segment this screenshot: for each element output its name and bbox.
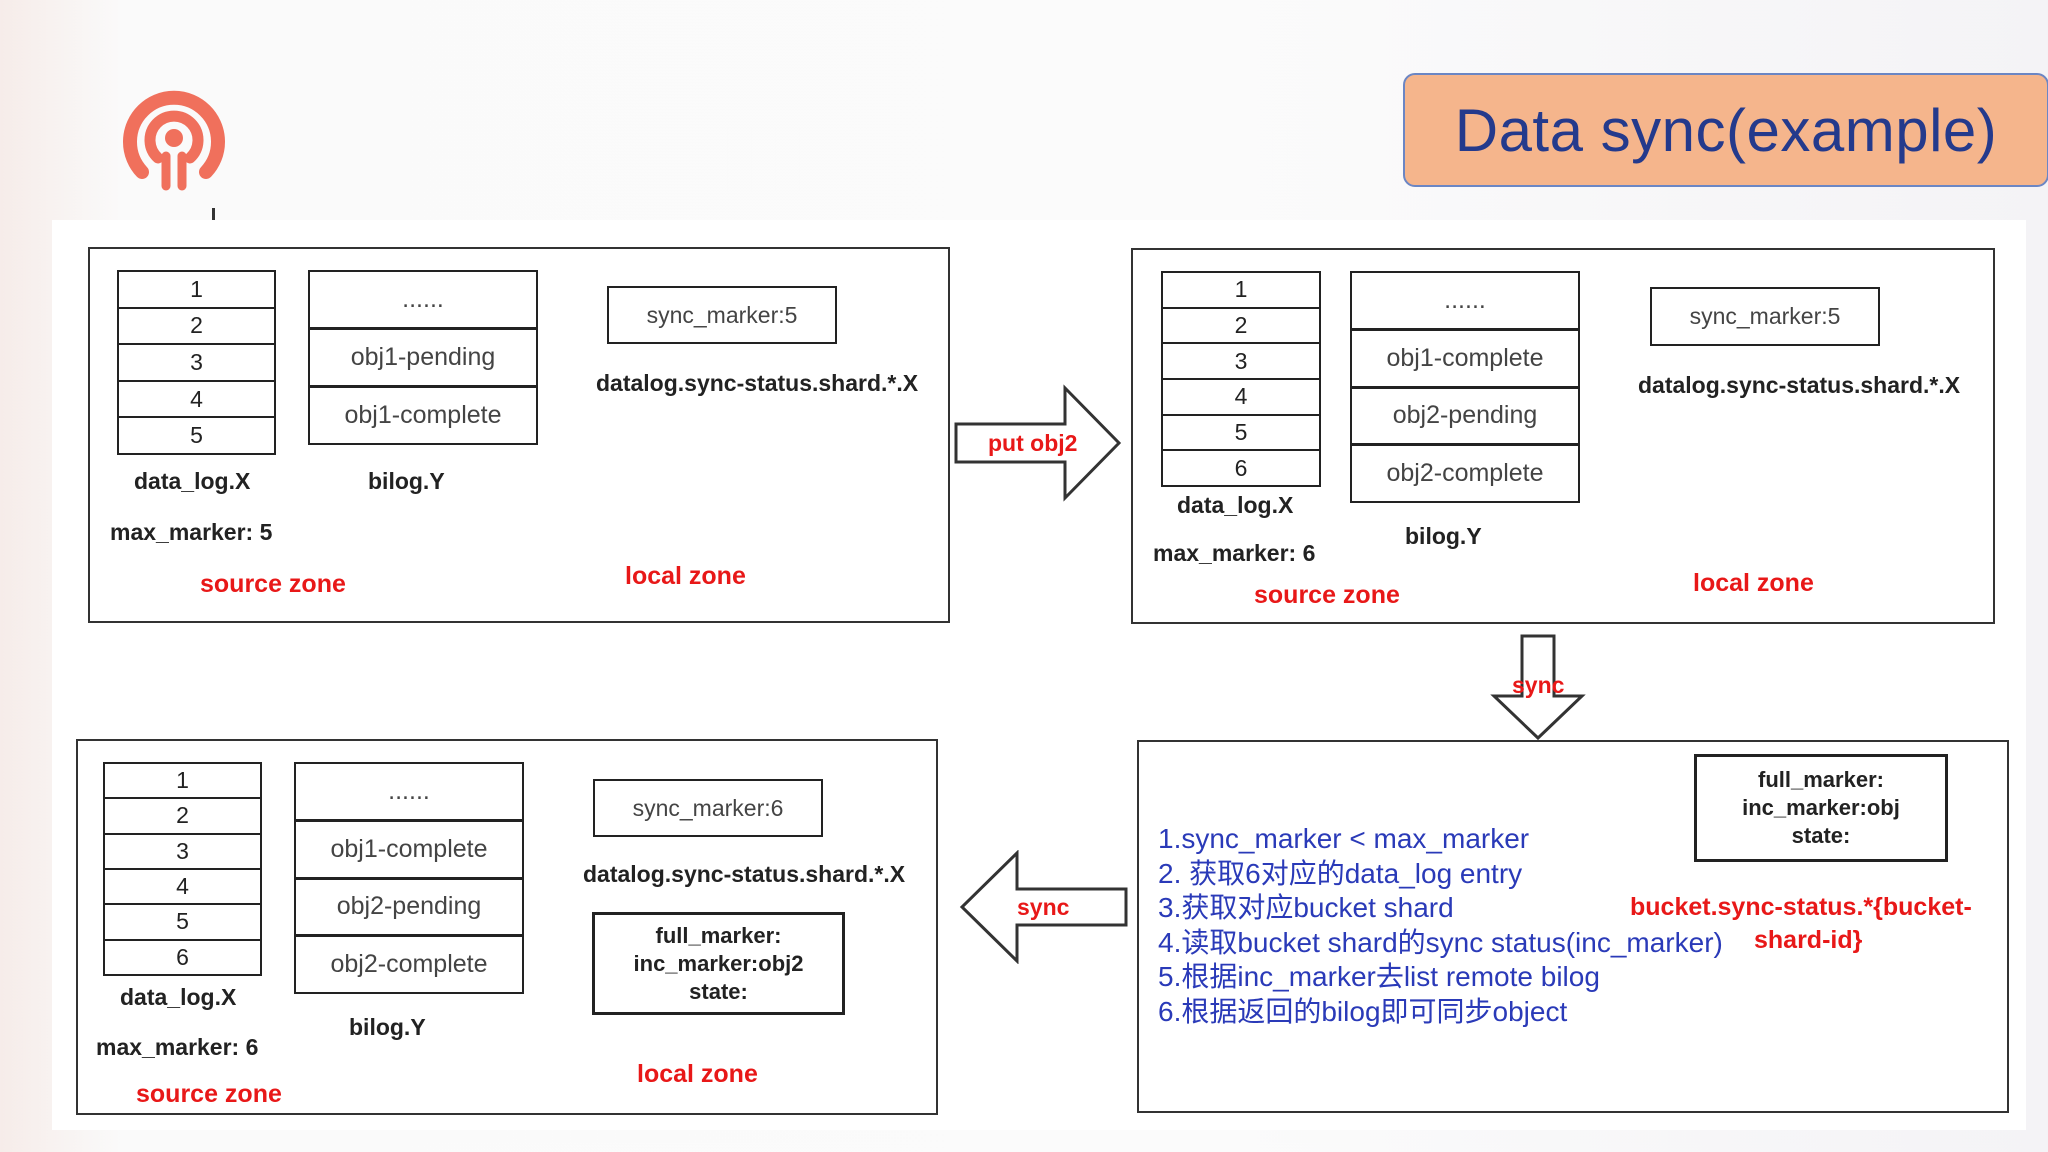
bilog-entry: obj2-pending (1352, 388, 1578, 447)
logo-divider (212, 208, 215, 226)
data-log-entry: 1 (105, 764, 260, 800)
bilog-table: ...... obj1-complete obj2-pending obj2-c… (1350, 271, 1580, 503)
bilog-entry: obj1-complete (310, 388, 536, 443)
data-log-entry: 3 (119, 345, 274, 382)
sync-marker-box: sync_marker:5 (1650, 287, 1880, 346)
sync-step: 2. 获取6对应的data_log entry (1158, 857, 1523, 889)
max-marker-label: max_marker: 6 (1153, 540, 1316, 566)
bilog-entry: ...... (310, 272, 536, 330)
data-log-entry: 2 (1163, 308, 1319, 345)
sync-status-label: datalog.sync-status.shard.*.X (1638, 372, 1961, 398)
put-arrow-label: put obj2 (988, 430, 1078, 456)
bilog-entry: ...... (296, 764, 522, 822)
put-arrow (954, 384, 1122, 502)
sync-status-label: datalog.sync-status.shard.*.X (583, 861, 906, 887)
data-log-table: 1 2 3 4 5 6 (103, 762, 262, 976)
data-log-entry: 5 (119, 418, 274, 453)
bilog-entry: obj1-complete (1352, 330, 1578, 389)
bilog-label: bilog.Y (349, 1014, 426, 1040)
bucket-sync-state-box: full_marker: inc_marker:obj state: (1694, 754, 1948, 862)
sync-down-label: sync (1512, 672, 1565, 698)
sync-step: 4.读取bucket shard的sync status(inc_marker) (1158, 926, 1723, 958)
sync-left-arrow (959, 850, 1128, 964)
bilog-table: ...... obj1-pending obj1-complete (308, 270, 538, 445)
bucket-sync-status-label-cont: shard-id} (1754, 926, 1863, 954)
local-zone-label: local zone (625, 562, 746, 590)
page-title: Data sync(example) (1454, 96, 1998, 164)
max-marker-label: max_marker: 5 (110, 519, 273, 545)
sync-step: 5.根据inc_marker去list remote bilog (1158, 961, 1600, 992)
ceph-logo-icon (123, 90, 225, 191)
data-log-entry: 1 (119, 272, 274, 309)
bucket-sync-status-label: bucket.sync-status.*{bucket- (1630, 893, 1972, 921)
data-log-entry: 4 (119, 381, 274, 419)
inc-marker-text: inc_marker:obj (1742, 795, 1900, 820)
data-log-entry: 1 (1163, 273, 1319, 309)
source-zone-label: source zone (1254, 581, 1400, 609)
bilog-entry: obj2-complete (296, 937, 522, 992)
source-zone-label: source zone (200, 570, 346, 598)
sync-marker-box: sync_marker:5 (607, 286, 837, 344)
full-marker-text: full_marker: (655, 922, 782, 948)
sync-status-label: datalog.sync-status.shard.*.X (596, 370, 919, 396)
bilog-table: ...... obj1-complete obj2-pending obj2-c… (294, 762, 524, 994)
sync-left-label: sync (1017, 894, 1070, 920)
bilog-entry: obj2-pending (296, 879, 522, 938)
bilog-entry: ...... (1352, 273, 1578, 331)
bucket-sync-state-box: full_marker: inc_marker:obj2 state: (592, 912, 845, 1015)
sync-marker-box: sync_marker:6 (593, 779, 823, 837)
sync-step: 1.sync_marker < max_marker (1158, 823, 1530, 854)
data-log-entry: 3 (105, 834, 260, 870)
data-log-entry: 6 (105, 940, 260, 974)
title-banner: Data sync(example) (1403, 73, 2048, 187)
sync-step: 3.获取对应bucket shard (1158, 892, 1454, 923)
data-log-entry: 5 (1163, 415, 1319, 452)
bilog-entry: obj2-complete (1352, 446, 1578, 501)
inc-marker-text: inc_marker:obj2 (633, 950, 804, 976)
bilog-entry: obj1-complete (296, 821, 522, 880)
source-zone-label: source zone (136, 1080, 282, 1108)
data-log-entry: 4 (105, 869, 260, 906)
data-log-label: data_log.X (134, 468, 251, 494)
full-marker-text: full_marker: (1758, 767, 1884, 792)
bilog-entry: obj1-pending (310, 330, 536, 388)
data-log-entry: 2 (105, 799, 260, 835)
data-log-label: data_log.X (1177, 492, 1294, 518)
data-log-entry: 5 (105, 905, 260, 941)
bilog-label: bilog.Y (368, 468, 445, 494)
data-log-label: data_log.X (120, 984, 237, 1010)
data-log-entry: 2 (119, 308, 274, 346)
state-text: state: (1791, 823, 1851, 848)
local-zone-label: local zone (637, 1060, 758, 1088)
data-log-entry: 3 (1163, 344, 1319, 381)
data-log-entry: 4 (1163, 380, 1319, 416)
local-zone-label: local zone (1693, 569, 1814, 597)
bilog-label: bilog.Y (1405, 523, 1482, 549)
sync-step: 6.根据返回的bilog即可同步object (1158, 995, 1568, 1027)
max-marker-label: max_marker: 6 (96, 1034, 259, 1060)
data-log-entry: 6 (1163, 451, 1319, 486)
data-log-table: 1 2 3 4 5 (117, 270, 276, 455)
state-text: state: (689, 978, 748, 1004)
data-log-table: 1 2 3 4 5 6 (1161, 271, 1321, 487)
sync-steps-list: 1.sync_marker < max_marker 2. 获取6对应的data… (1158, 822, 1723, 1029)
sync-down-arrow (1490, 634, 1586, 741)
